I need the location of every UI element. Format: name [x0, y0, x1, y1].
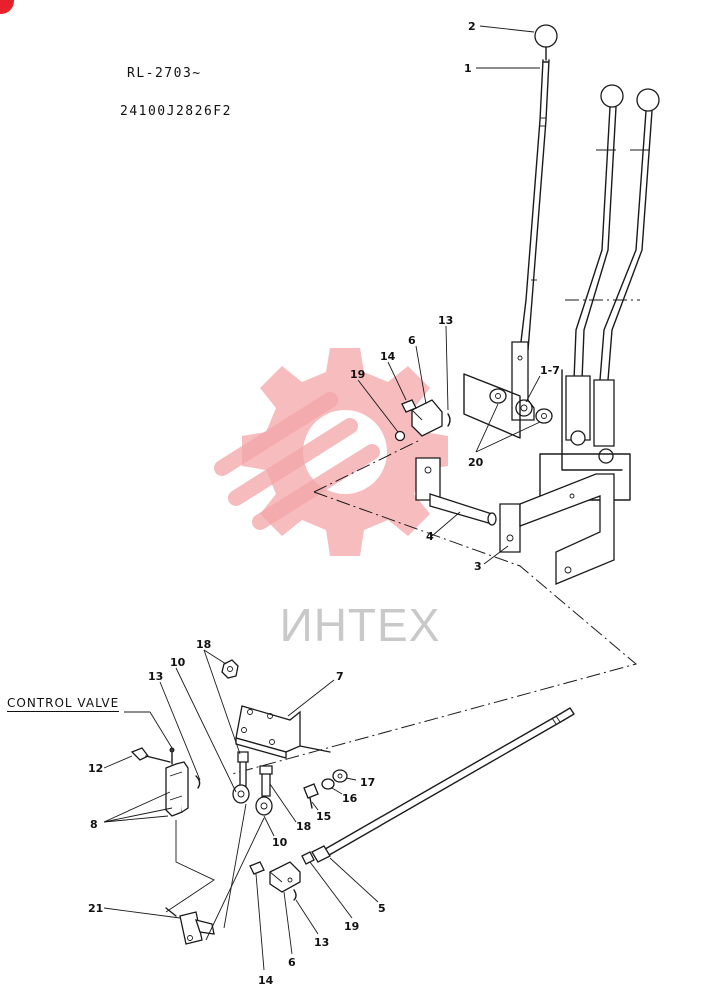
callout-10-lower: 10	[272, 836, 288, 849]
callout-13-mid: 13	[148, 670, 163, 683]
callout-16: 16	[342, 792, 358, 805]
model-range-label: RL-2703~	[127, 66, 202, 81]
rod-end-10-left	[232, 751, 250, 804]
washers-20	[489, 388, 553, 424]
mount-bracket-7	[235, 705, 331, 759]
part-number-label: 24100J2826F2	[120, 104, 232, 119]
callout-21: 21	[88, 902, 103, 915]
callout-14-lower: 14	[258, 974, 274, 987]
callout-17: 17	[360, 776, 375, 789]
bolt-15	[303, 783, 319, 809]
callout-1: 1	[464, 62, 472, 75]
callout-5: 5	[378, 902, 386, 915]
callout-7: 7	[336, 670, 344, 683]
callout-19-lower: 19	[344, 920, 359, 933]
watermark-text: ИНТЕХ	[279, 599, 441, 651]
callout-20: 20	[468, 456, 484, 469]
callout-14-upper: 14	[380, 350, 396, 363]
control-rod-5	[311, 707, 575, 863]
callout-2: 2	[468, 20, 476, 33]
callout-6-lower: 6	[288, 956, 296, 969]
spring-washer-16	[321, 778, 335, 790]
nut-19-lower	[301, 851, 315, 865]
callout-1-7: 1-7	[540, 364, 560, 377]
callout-10-upper: 10	[170, 656, 186, 669]
callout-12: 12	[88, 762, 103, 775]
rod-end-10-right	[255, 765, 273, 816]
upper-pin-block	[394, 399, 451, 442]
callout-numbers: 2 1 13 6 14 1-7 19 20 4 3 18 10 13 7 12 …	[88, 20, 560, 987]
valve-spool-block	[130, 747, 201, 817]
leader-lines	[103, 25, 541, 971]
callout-19-upper: 19	[350, 368, 365, 381]
callout-13-lower: 13	[314, 936, 329, 949]
washer-17	[332, 769, 348, 783]
callout-3: 3	[474, 560, 482, 573]
callout-18-upper: 18	[196, 638, 211, 651]
callout-6-upper: 6	[408, 334, 416, 347]
callout-15: 15	[316, 810, 331, 823]
secondary-levers	[561, 84, 660, 471]
bracket-assembly	[415, 373, 631, 585]
lever-knob	[534, 24, 558, 61]
centerline-a	[313, 439, 421, 493]
nut-18-upper	[221, 659, 239, 679]
callout-8: 8	[90, 818, 98, 831]
callout-4: 4	[426, 530, 434, 543]
construction-lines-lower	[165, 803, 265, 941]
callout-18-lower: 18	[296, 820, 311, 833]
centerline-b	[231, 491, 638, 775]
lower-pin-block	[249, 861, 301, 901]
callout-13-upper: 13	[438, 314, 453, 327]
control-valve-label: CONTROL VALVE	[7, 696, 120, 712]
valve-lever-21	[165, 907, 215, 945]
